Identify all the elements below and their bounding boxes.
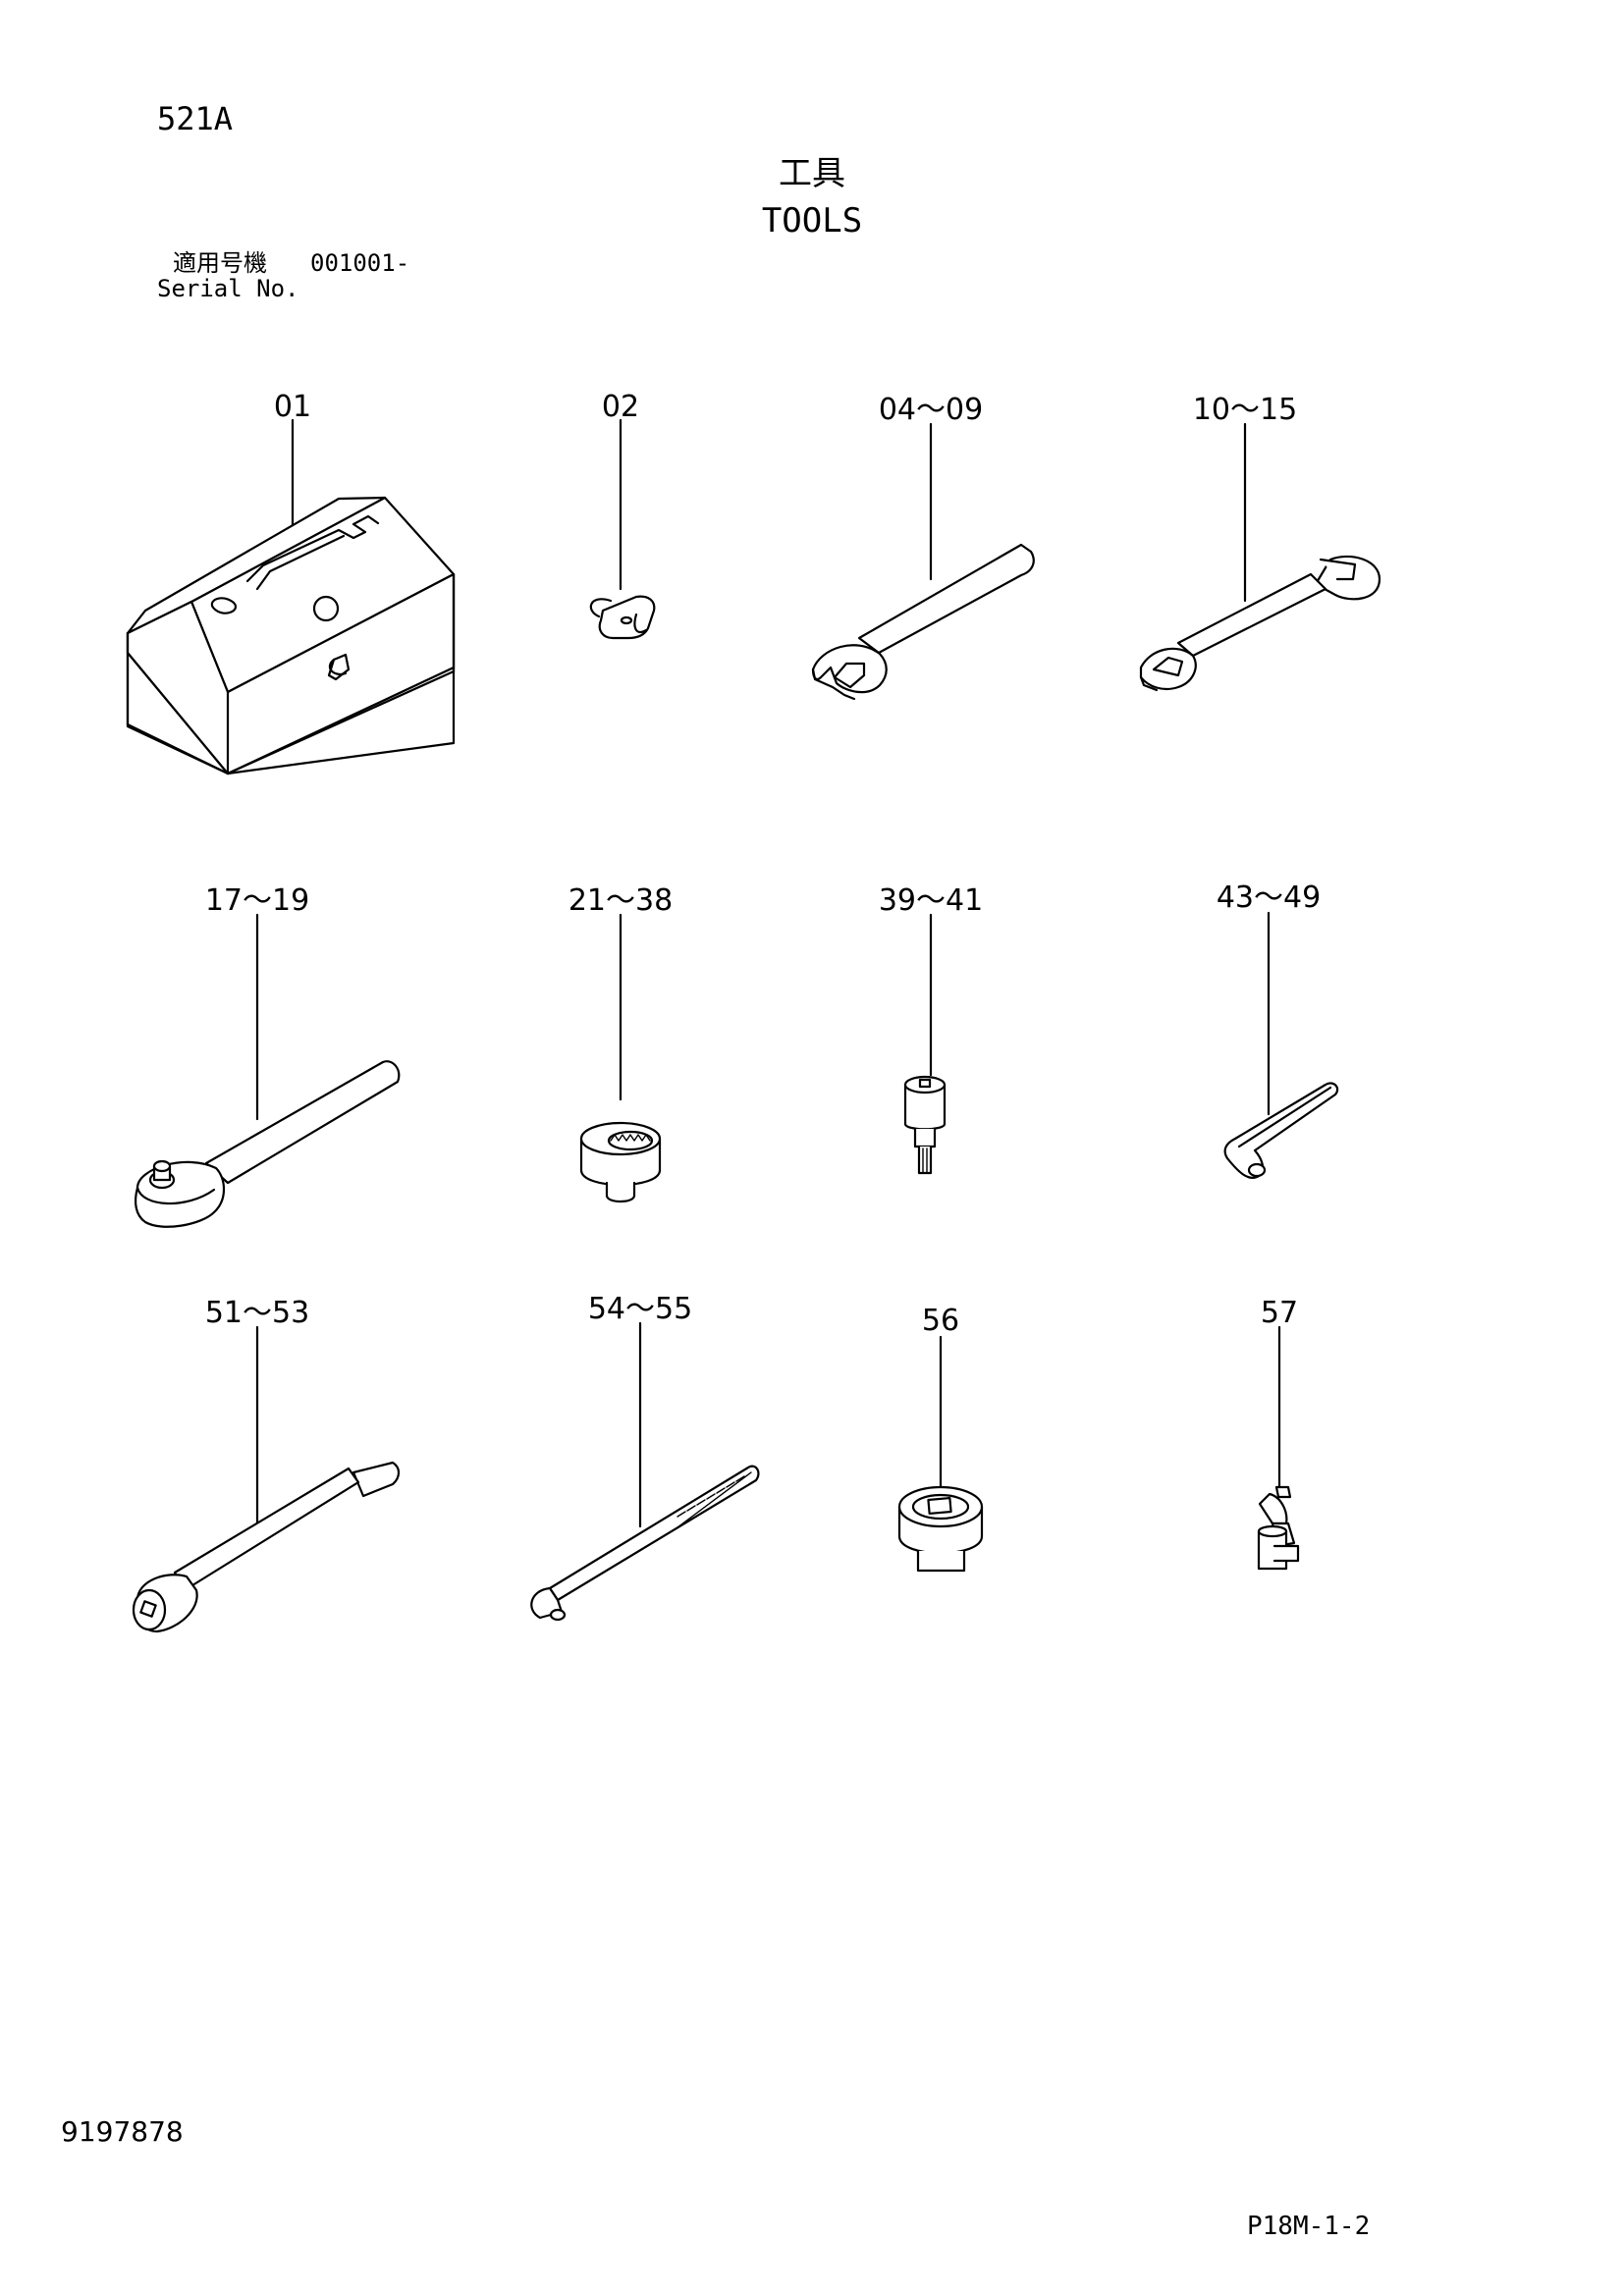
- double-open-end-wrench-icon: [1139, 555, 1381, 692]
- callout-57: 57: [1260, 1296, 1299, 1330]
- callout-02: 02: [601, 390, 640, 424]
- callout-43-49: 43～49: [1216, 881, 1322, 915]
- extension-bar-icon: [132, 1461, 401, 1633]
- callout-10-15: 10～15: [1192, 393, 1298, 427]
- callout-17-19: 17～19: [204, 883, 310, 918]
- socket-icon: [579, 1121, 662, 1203]
- document-number: 9197878: [61, 2115, 184, 2148]
- serial-label-en: Serial No.: [157, 275, 299, 302]
- universal-joint-icon: [1257, 1485, 1300, 1571]
- page-title-jp: 工具: [779, 154, 845, 193]
- ratchet-handle-icon: [135, 1060, 401, 1228]
- callout-21-38: 21～38: [568, 883, 674, 918]
- page-reference: P18M-1-2: [1247, 2212, 1371, 2241]
- callout-04-09: 04～09: [878, 393, 984, 427]
- hex-key-icon: [1223, 1082, 1339, 1179]
- callout-01: 01: [273, 390, 312, 424]
- serial-value: 001001-: [310, 249, 410, 277]
- serial-label-jp: 適用号機: [173, 249, 267, 277]
- hex-bit-socket-icon: [903, 1075, 947, 1175]
- page-title-en: TOOLS: [761, 201, 863, 240]
- l-handle-screw-icon: [530, 1465, 760, 1622]
- square-drive-socket-icon: [897, 1485, 984, 1573]
- page-code: 521A: [157, 100, 234, 137]
- callout-51-53: 51～53: [204, 1296, 310, 1330]
- padlock-icon: [589, 595, 656, 640]
- toolbox-icon: [126, 496, 456, 775]
- single-open-end-wrench-icon: [811, 543, 1035, 701]
- callout-54-55: 54～55: [587, 1292, 693, 1326]
- callout-56: 56: [921, 1304, 960, 1338]
- leader-lines: [255, 418, 1281, 1533]
- callout-39-41: 39～41: [878, 883, 984, 918]
